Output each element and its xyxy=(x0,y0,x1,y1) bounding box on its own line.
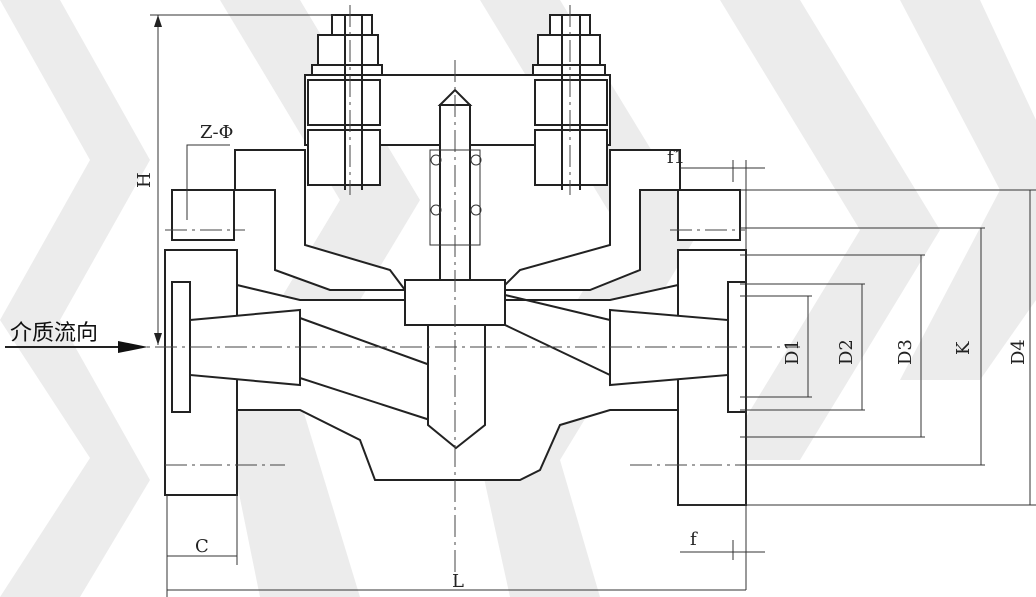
label-D4: D4 xyxy=(1008,339,1029,365)
flow-direction-label: 介质流向 xyxy=(10,321,98,346)
label-f1: f1 xyxy=(667,147,685,168)
left-bolt-stack xyxy=(307,14,383,190)
label-f: f xyxy=(690,529,698,550)
right-bolt-stack xyxy=(532,14,608,190)
center-lines xyxy=(120,5,800,580)
label-H: H xyxy=(134,172,155,188)
label-K: K xyxy=(953,341,974,355)
dimension-lines xyxy=(150,14,1036,597)
valve-body xyxy=(164,74,747,506)
label-C: C xyxy=(195,536,209,557)
label-D3: D3 xyxy=(895,339,916,365)
label-D1: D1 xyxy=(782,339,803,365)
label-Z: Z-Φ xyxy=(200,122,233,143)
label-L: L xyxy=(452,571,464,592)
flow-arrow xyxy=(5,341,148,353)
label-D2: D2 xyxy=(836,339,857,365)
